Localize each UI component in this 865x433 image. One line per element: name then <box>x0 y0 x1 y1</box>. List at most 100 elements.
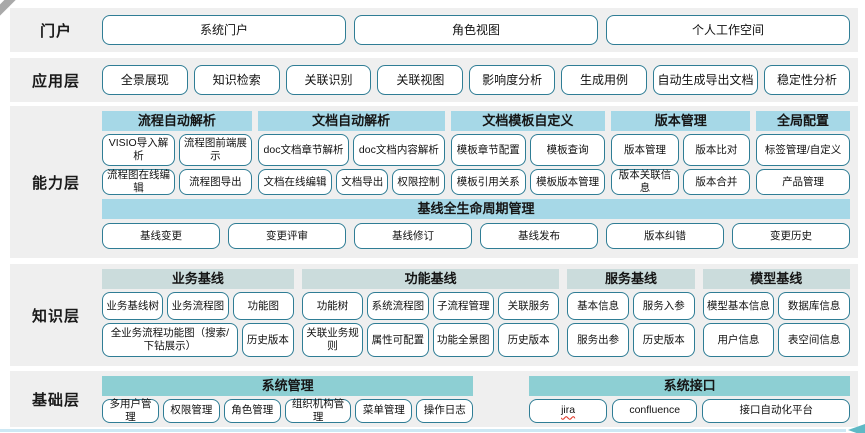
capability-box: 流程图前端展示 <box>178 134 252 166</box>
foundation-box: 接口自动化平台 <box>702 398 850 423</box>
foundation-box: 操作日志 <box>416 398 474 423</box>
capability-box: VISIO导入解析 <box>102 134 175 166</box>
capability-group-title: 版本管理 <box>611 111 751 131</box>
application-box: 全景展现 <box>102 65 188 95</box>
capability-box: 模板查询 <box>529 134 606 166</box>
capability-box: doc文档章节解析 <box>257 134 350 166</box>
knowledge-group: 模型基线 模型基本信息 数据库信息 用户信息 表空间信息 <box>702 269 851 361</box>
baseline-lifecycle-banner: 基线全生命周期管理 <box>102 199 850 219</box>
knowledge-box: 系统流程图 <box>367 292 429 320</box>
portal-layer-label: 门户 <box>39 22 72 40</box>
application-box: 生成用例 <box>561 65 647 95</box>
knowledge-box: 历史版本 <box>497 323 560 357</box>
knowledge-group: 业务基线 业务基线树 业务流程图 功能图 全业务流程功能图（搜索/下钻展示） 历… <box>102 269 294 361</box>
knowledge-box: 关联服务 <box>497 292 560 320</box>
capability-box: 模板章节配置 <box>450 134 526 166</box>
knowledge-box: 用户信息 <box>702 323 775 357</box>
application-layer-band: 应用层 全景展现 知识检索 关联识别 关联视图 影响度分析 生成用例 自动生成导… <box>10 58 858 102</box>
foundation-group-title: 系统接口 <box>529 375 850 396</box>
knowledge-box: 业务流程图 <box>167 292 229 320</box>
capability-box: 产品管理 <box>756 169 850 195</box>
knowledge-box: 数据库信息 <box>778 292 851 320</box>
baseline-box: 变更评审 <box>228 223 346 249</box>
capability-box: doc文档内容解析 <box>353 134 445 166</box>
capability-box: 版本合并 <box>682 169 751 195</box>
capability-box: 模板版本管理 <box>529 169 606 195</box>
application-layer-label: 应用层 <box>31 72 80 90</box>
capability-group: 流程自动解析 VISIO导入解析 流程图前端展示 流程图在线编辑 流程图导出 <box>102 111 252 195</box>
baseline-box: 基线变更 <box>102 223 220 249</box>
knowledge-box: 历史版本 <box>241 323 294 357</box>
capability-box: 流程图在线编辑 <box>102 169 175 195</box>
knowledge-layer-label: 知识层 <box>31 307 80 325</box>
capability-group: 文档模板自定义 模板章节配置 模板查询 模板引用关系 模板版本管理 <box>450 111 606 195</box>
capability-box: 版本关联信息 <box>611 169 679 195</box>
knowledge-box: 基本信息 <box>567 292 629 320</box>
foundation-box: 角色管理 <box>223 398 281 423</box>
portal-box: 系统门户 <box>102 15 346 45</box>
foundation-box: 权限管理 <box>162 398 220 423</box>
knowledge-box: 服务出参 <box>567 323 629 357</box>
foundation-box: 组织机构管理 <box>284 398 352 423</box>
capability-group-title: 流程自动解析 <box>102 111 252 131</box>
capability-group: 文档自动解析 doc文档章节解析 doc文档内容解析 文档在线编辑 文档导出 权… <box>257 111 445 195</box>
knowledge-group-title: 功能基线 <box>301 269 560 289</box>
application-box: 知识检索 <box>193 65 280 95</box>
knowledge-group: 服务基线 基本信息 服务入参 服务出参 历史版本 <box>567 269 695 361</box>
knowledge-box: 功能图 <box>232 292 294 320</box>
foundation-layer-band: 基础层 系统管理 多用户管理 权限管理 角色管理 组织机构管理 菜单管理 操作日… <box>10 371 858 427</box>
portal-box: 个人工作空间 <box>606 15 850 45</box>
knowledge-layer-band: 知识层 业务基线 业务基线树 业务流程图 功能图 全业务流程功能图（搜索/下钻展… <box>10 264 858 366</box>
knowledge-box: 模型基本信息 <box>702 292 775 320</box>
baseline-box: 基线发布 <box>480 223 598 249</box>
foundation-box-confluence: confluence <box>611 398 698 423</box>
capability-group-title: 全局配置 <box>756 111 850 131</box>
baseline-box: 版本纠错 <box>606 223 724 249</box>
bottom-accent-line <box>0 429 846 432</box>
knowledge-box: 子流程管理 <box>432 292 494 320</box>
capability-box: 权限控制 <box>392 169 445 195</box>
capability-group: 全局配置 标签管理/自定义 产品管理 <box>756 111 850 195</box>
capability-box: 标签管理/自定义 <box>756 134 850 166</box>
knowledge-group: 功能基线 功能树 系统流程图 子流程管理 关联服务 关联业务规则 属性可配置 功… <box>301 269 560 361</box>
foundation-group: 系统接口 jira confluence 接口自动化平台 <box>529 375 850 423</box>
foundation-box: 多用户管理 <box>102 398 159 423</box>
knowledge-group-title: 模型基线 <box>702 269 850 289</box>
knowledge-box: 关联业务规则 <box>301 323 364 357</box>
capability-group-title: 文档模板自定义 <box>450 111 606 131</box>
foundation-layer-label: 基础层 <box>31 391 80 409</box>
left-arrow-icon <box>848 424 865 433</box>
foundation-group-title: 系统管理 <box>102 375 474 396</box>
foundation-group: 系统管理 多用户管理 权限管理 角色管理 组织机构管理 菜单管理 操作日志 <box>102 375 474 423</box>
portal-box: 角色视图 <box>354 15 598 45</box>
knowledge-box: 全业务流程功能图（搜索/下钻展示） <box>102 323 238 357</box>
baseline-box: 基线修订 <box>354 223 472 249</box>
knowledge-box: 功能树 <box>301 292 364 320</box>
capability-group: 版本管理 版本管理 版本比对 版本关联信息 版本合并 <box>611 111 751 195</box>
knowledge-group-title: 业务基线 <box>102 269 294 289</box>
knowledge-box: 功能全景图 <box>432 323 494 357</box>
capability-layer-label: 能力层 <box>31 174 80 192</box>
knowledge-group-title: 服务基线 <box>567 269 695 289</box>
knowledge-box: 历史版本 <box>632 323 695 357</box>
capability-box: 模板引用关系 <box>450 169 526 195</box>
application-box: 稳定性分析 <box>764 65 850 95</box>
foundation-box: 菜单管理 <box>355 398 413 423</box>
capability-layer-band: 能力层 流程自动解析 VISIO导入解析 流程图前端展示 流程图在线编辑 流程图… <box>10 106 858 258</box>
baseline-box: 变更历史 <box>732 223 850 249</box>
application-box: 自动生成导出文档 <box>652 65 759 95</box>
capability-box: 文档导出 <box>336 169 389 195</box>
capability-group-title: 文档自动解析 <box>257 111 445 131</box>
capability-box: 流程图导出 <box>178 169 252 195</box>
knowledge-box: 属性可配置 <box>367 323 429 357</box>
foundation-box-jira: jira <box>529 398 607 423</box>
application-box: 关联识别 <box>285 65 372 95</box>
knowledge-box: 业务基线树 <box>102 292 164 320</box>
application-box: 关联视图 <box>377 65 464 95</box>
portal-layer-band: 门户 系统门户 角色视图 个人工作空间 <box>10 8 858 52</box>
capability-box: 文档在线编辑 <box>257 169 333 195</box>
application-box: 影响度分析 <box>469 65 556 95</box>
knowledge-box: 表空间信息 <box>778 323 851 357</box>
knowledge-box: 服务入参 <box>632 292 695 320</box>
